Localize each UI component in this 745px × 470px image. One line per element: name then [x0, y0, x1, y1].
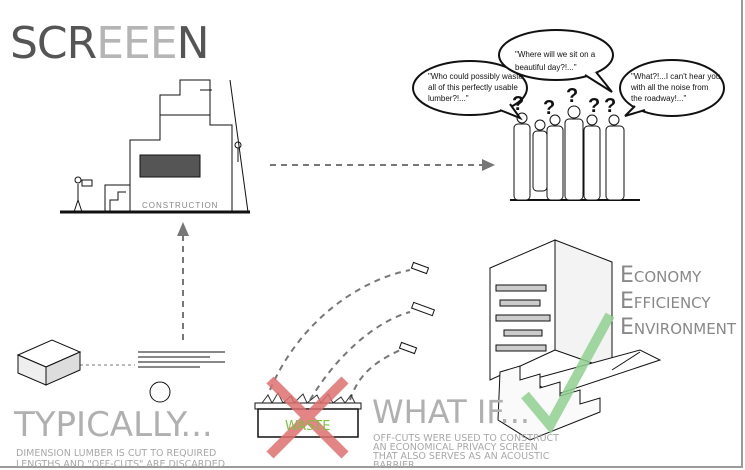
svg-text:?: ? — [512, 93, 524, 115]
typically-line-2: LENGTHS AND "OFF-CUTS" ARE DISCARDED — [16, 459, 225, 470]
svg-text:the roadway!...": the roadway!..." — [631, 94, 686, 103]
arrow-head-up — [177, 222, 189, 236]
construction-label: CONSTRUCTION — [142, 201, 218, 210]
speech-bubbles — [412, 29, 725, 121]
svg-text:beautiful day?!...": beautiful day?!..." — [515, 63, 577, 72]
svg-text:?: ? — [588, 95, 600, 117]
arrow-head-right — [482, 159, 495, 171]
svg-text:?: ? — [543, 97, 555, 119]
waste-label: WASTE — [285, 419, 330, 434]
circular-saw-icon — [149, 381, 171, 403]
question-marks: ? ? ? ? ? — [512, 85, 616, 119]
bubble-left-text: "Who could possibly waste all of this pe… — [428, 72, 523, 103]
svg-text:"Who could possibly waste: "Who could possibly waste — [428, 72, 523, 81]
bubble-right-text: "What?!...I can't hear you with all the … — [630, 72, 720, 103]
people-crowd-illustration — [510, 105, 640, 201]
benefit-efficiency: EFFICIENCY — [620, 289, 711, 314]
svg-text:?: ? — [604, 95, 616, 117]
benefits-list: ECONOMY EFFICIENCY ENVIRONMENT — [620, 263, 737, 340]
what-if-line-2: AN ECONOMICAL PRIVACY SCREEN — [373, 442, 538, 453]
x-mark-icon — [266, 376, 349, 459]
svg-text:lumber?!...": lumber?!..." — [428, 94, 469, 103]
what-if-line-4: BARRIER — [373, 460, 415, 470]
what-if-heading: WHAT IF... — [372, 393, 530, 431]
svg-text:"What?!...I can't hear you: "What?!...I can't hear you — [631, 72, 720, 81]
title: SCREEEN — [10, 18, 209, 69]
svg-text:with all the noise from: with all the noise from — [630, 83, 709, 92]
typically-heading: TYPICALLY... — [13, 405, 213, 445]
privacy-screen-illustration — [489, 239, 662, 441]
cut-lumber-pieces — [138, 351, 225, 368]
typically-line-1: DIMENSION LUMBER IS CUT TO REQUIRED — [16, 448, 216, 459]
svg-text:"Where will we sit on a: "Where will we sit on a — [515, 50, 596, 59]
flow-arrows — [80, 164, 485, 401]
lumber-stack-icon — [16, 339, 82, 386]
benefit-environment: ENVIRONMENT — [620, 315, 737, 340]
what-if-line-3: THAT ALSO SERVES AS AN ACOUSTIC — [372, 451, 550, 462]
svg-text:all of this perfectly usable: all of this perfectly usable — [428, 83, 518, 92]
svg-text:?: ? — [566, 85, 578, 107]
offcut-pieces — [398, 261, 436, 355]
checkmark-icon — [521, 312, 615, 434]
what-if-line-1: OFF-CUTS WERE USED TO CONSTRUCT — [373, 433, 559, 444]
construction-building-illustration — [60, 79, 250, 214]
bubble-center-text: "Where will we sit on a beautiful day?!.… — [515, 50, 596, 72]
benefit-economy: ECONOMY — [620, 263, 702, 288]
